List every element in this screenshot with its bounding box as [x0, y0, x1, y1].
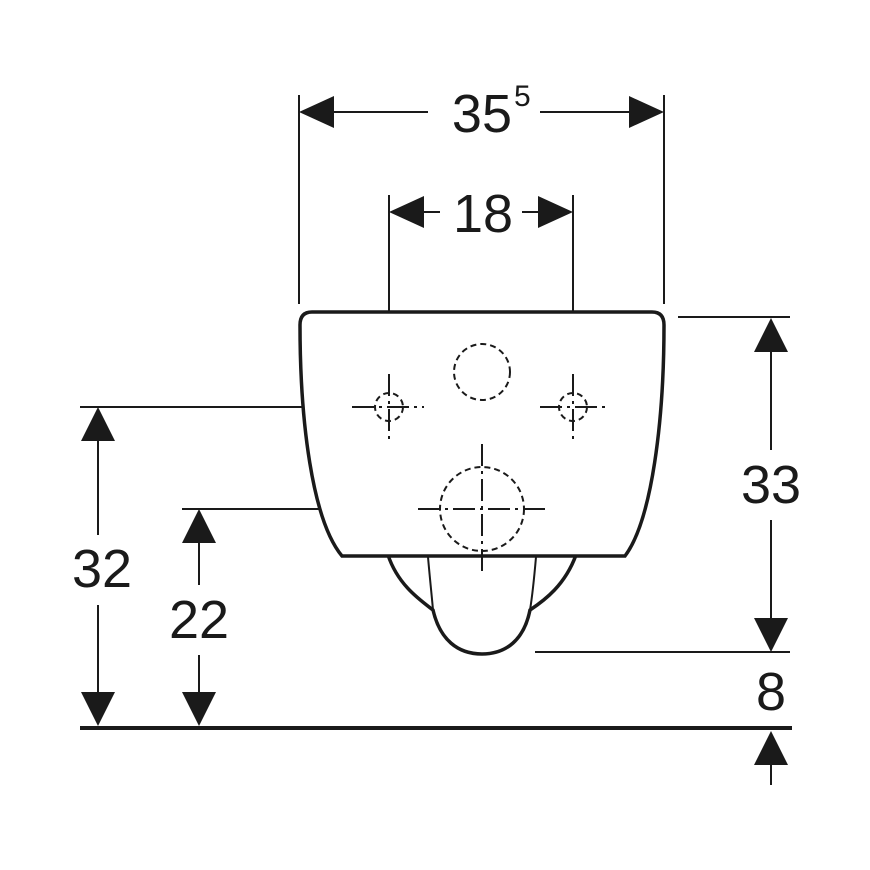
wc-bowl-outline: [298, 310, 666, 656]
fixing-hole-left: [352, 374, 424, 440]
dimension-fixing-height: 32: [72, 407, 132, 726]
outlet-opening: [418, 444, 546, 574]
arrowhead-right: [629, 96, 664, 128]
dimension-outlet-height: 22: [169, 509, 229, 726]
arrowhead-left: [389, 196, 424, 228]
height-total-value: 33: [741, 455, 801, 515]
arrowhead-up: [754, 731, 788, 765]
arrowhead-top: [182, 509, 216, 543]
dimension-floor-clearance: 8: [754, 662, 788, 785]
outlet-height-value: 22: [169, 590, 229, 650]
fixing-height-value: 32: [72, 539, 132, 599]
arrowhead-bottom: [81, 692, 115, 726]
arrowhead-left: [299, 96, 334, 128]
dimension-fixing-distance: 18: [389, 184, 573, 244]
water-inlet-opening: [453, 343, 511, 401]
bowl-upper-body: [298, 310, 666, 558]
arrowhead-top: [754, 318, 788, 352]
arrowhead-bottom: [182, 692, 216, 726]
fixing-distance-value: 18: [453, 184, 513, 244]
floor-clearance-value: 8: [756, 662, 786, 722]
arrowhead-right: [538, 196, 573, 228]
bowl-lower-part: [385, 553, 579, 656]
arrowhead-top: [81, 407, 115, 441]
overall-width-value: 35: [452, 84, 512, 144]
overall-width-superscript: 5: [514, 80, 531, 113]
fixing-hole-right: [540, 374, 606, 440]
dimension-overall-width: 35 5: [299, 80, 664, 144]
dimension-height-total: 33: [741, 318, 801, 652]
arrowhead-bottom: [754, 618, 788, 652]
